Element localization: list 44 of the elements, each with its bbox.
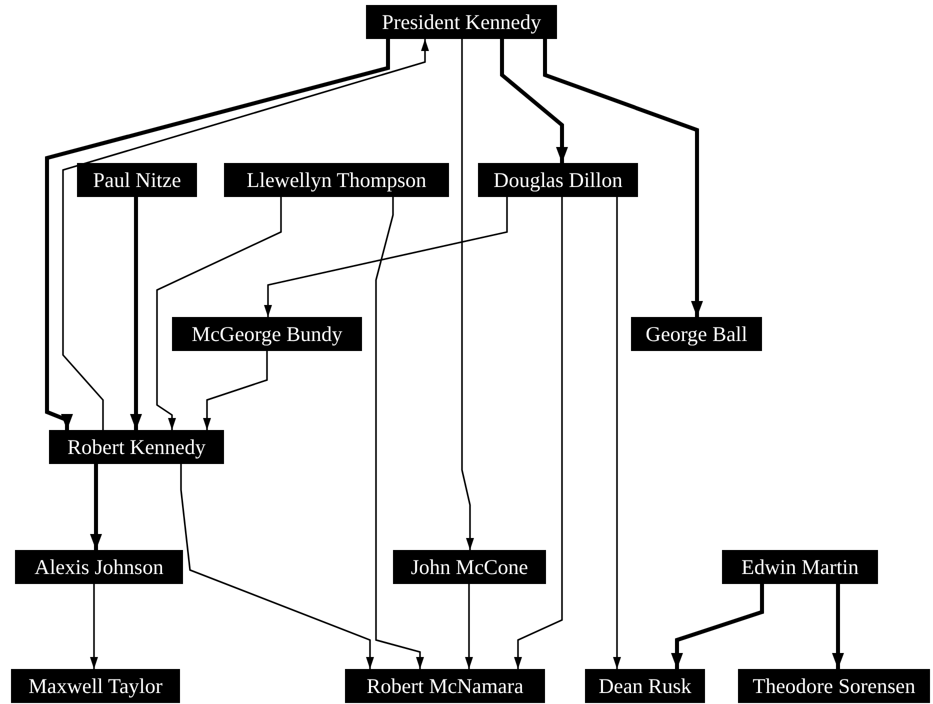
arrow bbox=[671, 584, 764, 669]
name-box bbox=[393, 550, 546, 584]
arrow bbox=[375, 197, 424, 669]
person-name: Theodore Sorensen bbox=[752, 674, 916, 698]
name-box bbox=[77, 163, 197, 197]
person-name: Edwin Martin bbox=[741, 554, 859, 580]
name-box bbox=[224, 163, 449, 197]
person-name: Robert McNamara bbox=[366, 674, 524, 698]
arrow bbox=[156, 197, 282, 430]
arrow bbox=[465, 584, 473, 669]
person-name: President Kennedy bbox=[382, 10, 542, 34]
person-name: John McCone bbox=[410, 554, 528, 580]
arrow bbox=[90, 584, 98, 669]
person-name: Robert Kennedy bbox=[67, 434, 206, 460]
arrow bbox=[613, 197, 621, 669]
person-name: McGeorge Bundy bbox=[192, 322, 342, 346]
person-name: Douglas Dillon bbox=[494, 168, 622, 192]
name-box bbox=[11, 669, 180, 703]
person-name: Maxwell Taylor bbox=[28, 674, 163, 698]
name-box bbox=[15, 550, 183, 584]
person-name: Llewellyn Thompson bbox=[246, 168, 426, 192]
name-box bbox=[366, 5, 557, 39]
name-box bbox=[585, 669, 705, 703]
name-box bbox=[345, 669, 545, 703]
arrow bbox=[514, 197, 563, 669]
arrow bbox=[543, 39, 703, 317]
name-box bbox=[478, 163, 638, 197]
name-box bbox=[738, 669, 930, 703]
arrow bbox=[180, 464, 374, 669]
arrow bbox=[500, 39, 568, 163]
person-name: Paul Nitze bbox=[92, 168, 182, 192]
person-name: Alexis Johnson bbox=[34, 554, 164, 580]
arrow bbox=[130, 197, 142, 430]
name-box bbox=[49, 430, 224, 464]
arrow bbox=[264, 197, 508, 317]
name-box bbox=[631, 317, 762, 351]
name-box bbox=[722, 550, 878, 584]
arrow bbox=[90, 464, 102, 550]
arrow bbox=[203, 351, 268, 430]
arrow bbox=[832, 584, 844, 669]
person-name: George Ball bbox=[646, 322, 748, 346]
person-name: Dean Rusk bbox=[598, 674, 692, 698]
arrow bbox=[461, 39, 474, 550]
name-box bbox=[172, 317, 362, 351]
